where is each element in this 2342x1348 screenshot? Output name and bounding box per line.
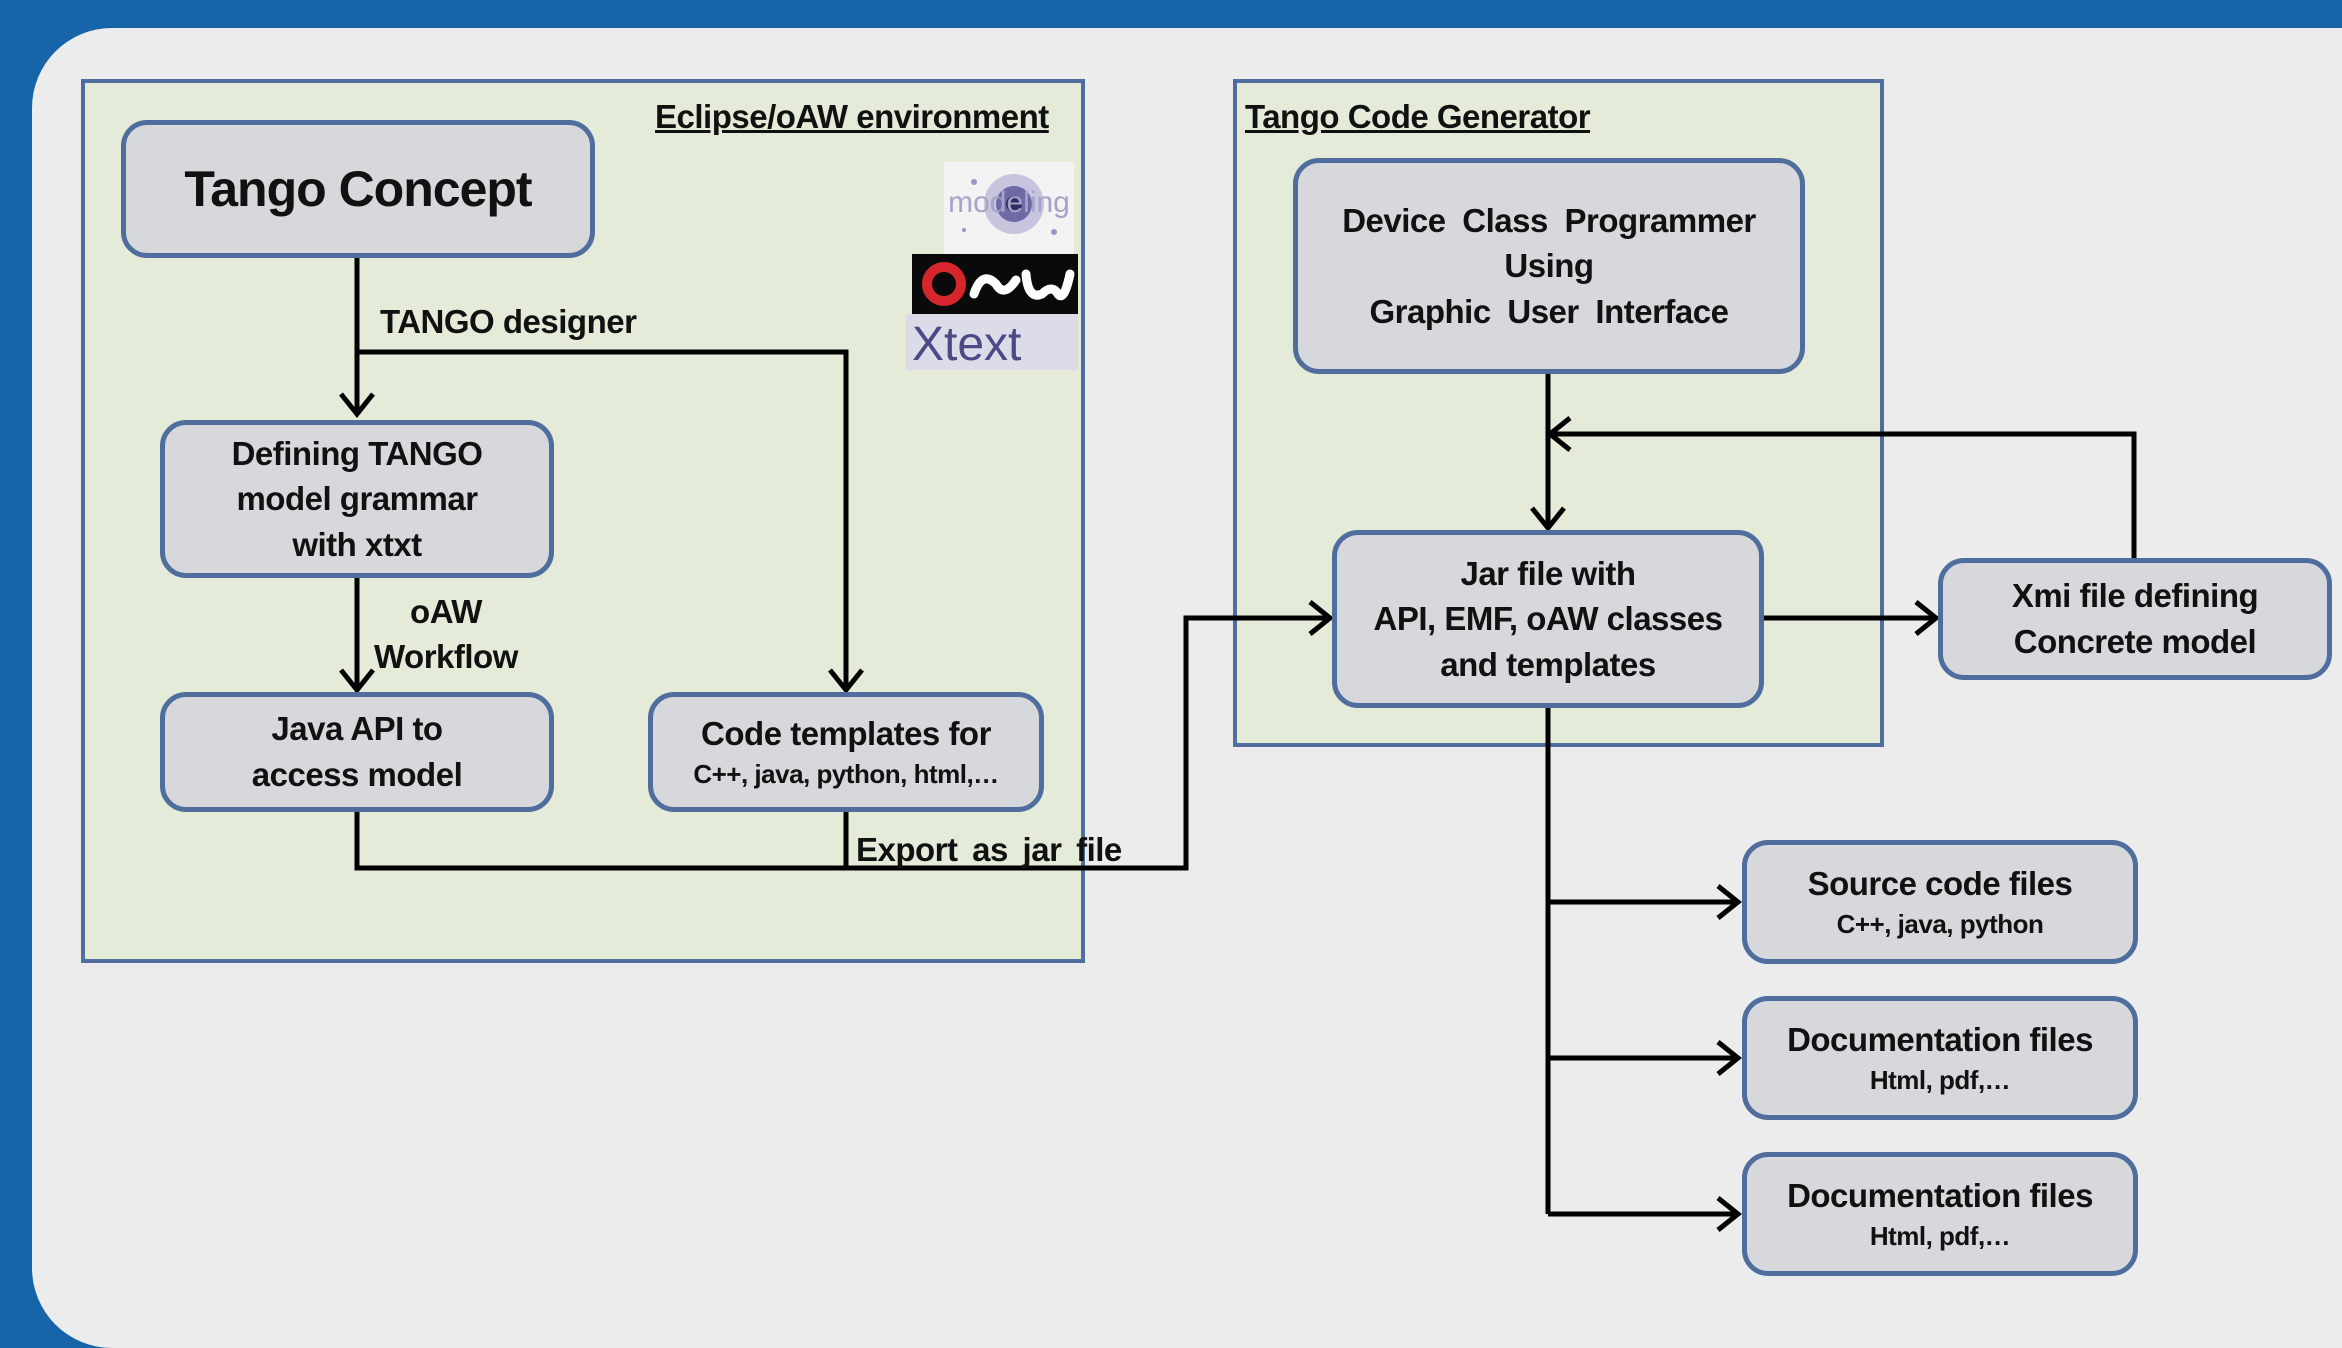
node-tango-concept: Tango Concept (121, 120, 595, 258)
node-defining-grammar-line-2: model grammar (236, 480, 478, 518)
arrowhead-feedback (1545, 416, 1572, 452)
node-device-class-programmer: Device Class Programmer Using Graphic Us… (1293, 158, 1805, 374)
arrowhead-doc-files-1 (1716, 1040, 1743, 1076)
node-doc-files-1-title: Documentation files (1787, 1021, 2093, 1059)
label-oaw-workflow-line-1: oAW (410, 593, 482, 630)
xtext-logo-graphic: Xtext (912, 318, 1021, 370)
oaw-logo-text: oaw (993, 311, 997, 313)
node-tango-concept-label: Tango Concept (184, 160, 532, 217)
xtext-logo-text: Xtext (912, 318, 1021, 370)
node-doc-files-1-subtitle: Html, pdf,… (1869, 1064, 2011, 1095)
node-java-api-line-1: Java API to (271, 710, 443, 748)
node-code-templates-subtitle: C++, java, python, html,… (693, 758, 999, 789)
modeling-logo-graphic: modeling (948, 174, 1070, 235)
label-oaw-workflow: oAW Workflow (374, 590, 518, 679)
node-documentation-files-2: Documentation files Html, pdf,… (1742, 1152, 2138, 1276)
label-tango-designer: TANGO designer (380, 303, 637, 340)
node-device-class-line-1: Device Class Programmer (1342, 201, 1756, 239)
node-source-code-subtitle: C++, java, python (1836, 908, 2044, 939)
diagram-canvas: Eclipse/oAW environment Tango Code Gener… (32, 28, 2342, 1348)
node-java-api: Java API to access model (160, 692, 554, 812)
xtext-logo: Xtext (906, 314, 1078, 370)
label-oaw-workflow-line-2: Workflow (374, 637, 518, 675)
modeling-logo-text: modeling (948, 186, 1070, 219)
node-jar-file-line-3: and templates (1440, 645, 1656, 683)
oaw-logo: oaw (912, 254, 1078, 314)
node-device-class-line-3: Graphic User Interface (1369, 292, 1729, 330)
node-doc-files-2-subtitle: Html, pdf,… (1869, 1220, 2011, 1251)
arrowhead-templates (828, 668, 864, 695)
node-code-templates-title: Code templates for (701, 715, 991, 753)
node-java-api-line-2: access model (251, 756, 463, 793)
node-defining-grammar-line-1: Defining TANGO (231, 434, 483, 472)
node-xmi-file-line-1: Xmi file defining (2011, 577, 2259, 615)
edge-designer-to-templates (357, 349, 849, 688)
modeling-logo: modeling (944, 162, 1074, 254)
node-code-templates: Code templates for C++, java, python, ht… (648, 692, 1044, 812)
node-jar-file: Jar file with API, EMF, oAW classes and … (1332, 530, 1764, 708)
arrowhead-source-code (1716, 884, 1743, 920)
node-xmi-file-line-2: Concrete model (2013, 623, 2257, 660)
label-export-jar: Export as jar file (856, 831, 1122, 868)
node-defining-grammar-line-3: with xtxt (292, 525, 422, 563)
node-device-class-line-2: Using (1504, 247, 1594, 285)
arrowhead-doc-files-2 (1716, 1196, 1743, 1232)
node-xmi-file: Xmi file defining Concrete model (1938, 558, 2332, 680)
node-doc-files-2-title: Documentation files (1787, 1177, 2093, 1215)
group-generator-title: Tango Code Generator (1245, 98, 1591, 135)
arrowhead-jar-file (1308, 600, 1335, 636)
edge-xmi-feedback (1552, 431, 2137, 560)
node-defining-grammar: Defining TANGO model grammar with xtxt (160, 420, 554, 578)
group-eclipse-title: Eclipse/oAW environment (655, 98, 1049, 135)
arrowhead-grammar (339, 392, 375, 419)
oaw-logo-graphic: oaw (922, 262, 1075, 313)
node-source-code-files: Source code files C++, java, python (1742, 840, 2138, 964)
connectors (339, 258, 2137, 1232)
node-jar-file-line-2: API, EMF, oAW classes (1373, 600, 1723, 638)
arrowhead-jar-from-device (1530, 506, 1566, 533)
node-jar-file-line-1: Jar file with (1460, 554, 1636, 592)
arrowhead-java-api (339, 668, 375, 695)
node-source-code-title: Source code files (1807, 865, 2073, 903)
edge-export-jar (354, 615, 1328, 871)
arrowhead-xmi (1914, 600, 1941, 636)
node-documentation-files-1: Documentation files Html, pdf,… (1742, 996, 2138, 1120)
